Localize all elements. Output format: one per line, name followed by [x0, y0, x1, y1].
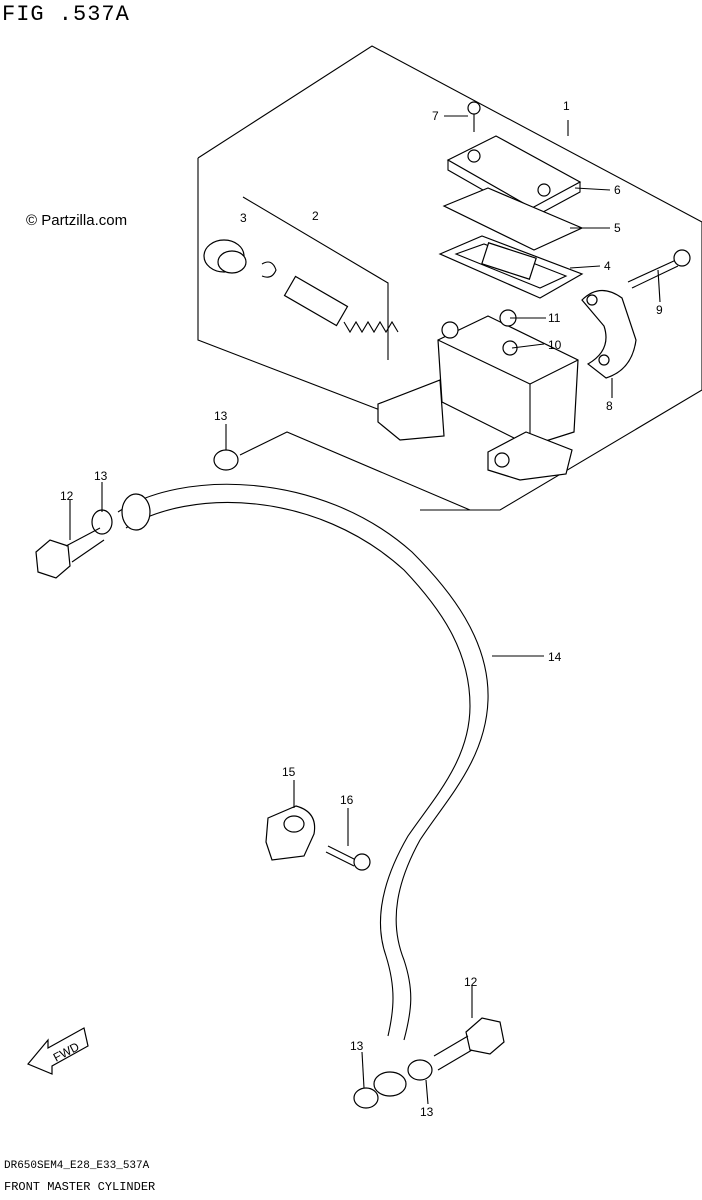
callout-5: 5	[614, 221, 621, 235]
callout-13-left: 13	[94, 469, 108, 483]
callout-13-bottom-left: 13	[350, 1039, 364, 1053]
callout-7: 7	[432, 109, 439, 123]
watermark: © Partzilla.com	[26, 212, 128, 229]
clamp-screw	[327, 845, 357, 861]
callout-11: 11	[548, 311, 561, 325]
return-spring	[343, 320, 399, 334]
master-cylinder-body	[437, 315, 579, 447]
callout-12-upper: 12	[60, 489, 74, 503]
callout-16: 16	[340, 793, 354, 807]
callout-2: 2	[312, 209, 319, 223]
piston-kit-bracket	[242, 196, 389, 360]
brake-hose	[117, 483, 489, 1041]
cap-screw	[467, 101, 481, 115]
handlebar-clamp	[581, 289, 637, 379]
piston	[283, 275, 349, 327]
model-code: DR650SEM4_E28_E33_537A	[4, 1160, 150, 1172]
diagram-name: FRONT MASTER CYLINDER	[4, 1180, 156, 1194]
callout-3: 3	[240, 211, 247, 225]
callout-14: 14	[548, 650, 562, 664]
callout-10: 10	[548, 338, 562, 352]
fwd-arrow	[27, 1027, 89, 1075]
callout-6: 6	[614, 183, 621, 197]
sealing-washer	[213, 449, 239, 471]
hose-clamp	[265, 805, 316, 861]
union-bolt	[35, 539, 71, 579]
callout-8: 8	[606, 399, 613, 413]
callout-13-top: 13	[214, 409, 228, 423]
figure-title: FIG .537A	[2, 2, 130, 27]
callout-13-bottom-right: 13	[420, 1105, 434, 1119]
callout-9: 9	[656, 303, 663, 317]
callout-15: 15	[282, 765, 296, 779]
callout-12-lower: 12	[464, 975, 478, 989]
callout-4: 4	[604, 259, 611, 273]
assembly-outline	[197, 45, 702, 511]
callout-1: 1	[563, 99, 570, 113]
clamp-bolt	[627, 259, 677, 283]
